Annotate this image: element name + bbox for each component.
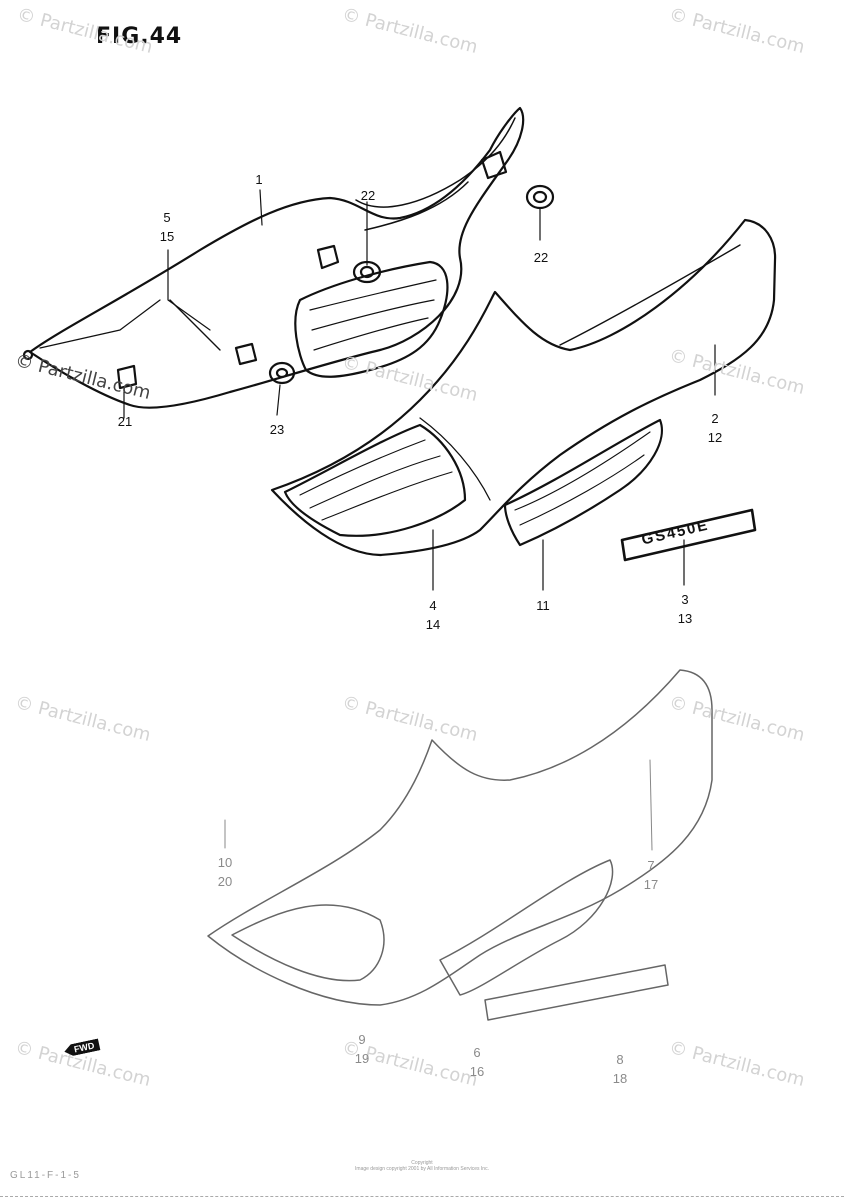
callout-part-11: 11 <box>536 598 550 613</box>
page-edge-rule <box>0 1196 844 1197</box>
emblem-3 <box>620 508 757 562</box>
leader-lines-lower <box>224 759 653 851</box>
copyright-note: Copyright Image design copyright 2001 by… <box>0 1160 844 1172</box>
frame-cover-right <box>270 218 777 557</box>
callout-part-6-16: 6 16 <box>469 1045 485 1079</box>
leader-lines <box>123 189 716 591</box>
clip-21 <box>116 364 138 390</box>
callout-part-7-17: 7 17 <box>643 858 659 892</box>
copyright-line: Copyright <box>411 1160 433 1166</box>
callout-part-22-right: 22 <box>533 250 549 265</box>
figure-title: FIG.44 <box>96 24 183 49</box>
frame-cover-lower <box>207 669 713 1021</box>
grommet-23 <box>268 361 296 385</box>
callout-part-2-12: 2 12 <box>707 411 723 445</box>
callout-part-1: 1 <box>255 172 263 187</box>
reference-code: GL11-F-1-5 <box>10 1170 81 1181</box>
grommet-22-right <box>525 184 555 210</box>
callout-part-23: 23 <box>269 422 285 437</box>
callout-part-9-19: 9 19 <box>354 1032 370 1066</box>
callout-part-4-14: 4 14 <box>425 598 441 632</box>
frame-cover-left <box>22 106 525 409</box>
callout-part-5-15: 5 15 <box>159 210 175 244</box>
callout-part-3-13: 3 13 <box>677 592 693 626</box>
callout-part-21: 21 <box>117 414 133 429</box>
copyright-line: Image design copyright 2001 by All Infor… <box>355 1166 489 1172</box>
callout-part-8-18: 8 18 <box>612 1052 628 1086</box>
callout-part-22-left: 22 <box>360 188 376 203</box>
mount-clip <box>234 150 508 366</box>
callout-part-10-20: 10 20 <box>217 855 233 889</box>
